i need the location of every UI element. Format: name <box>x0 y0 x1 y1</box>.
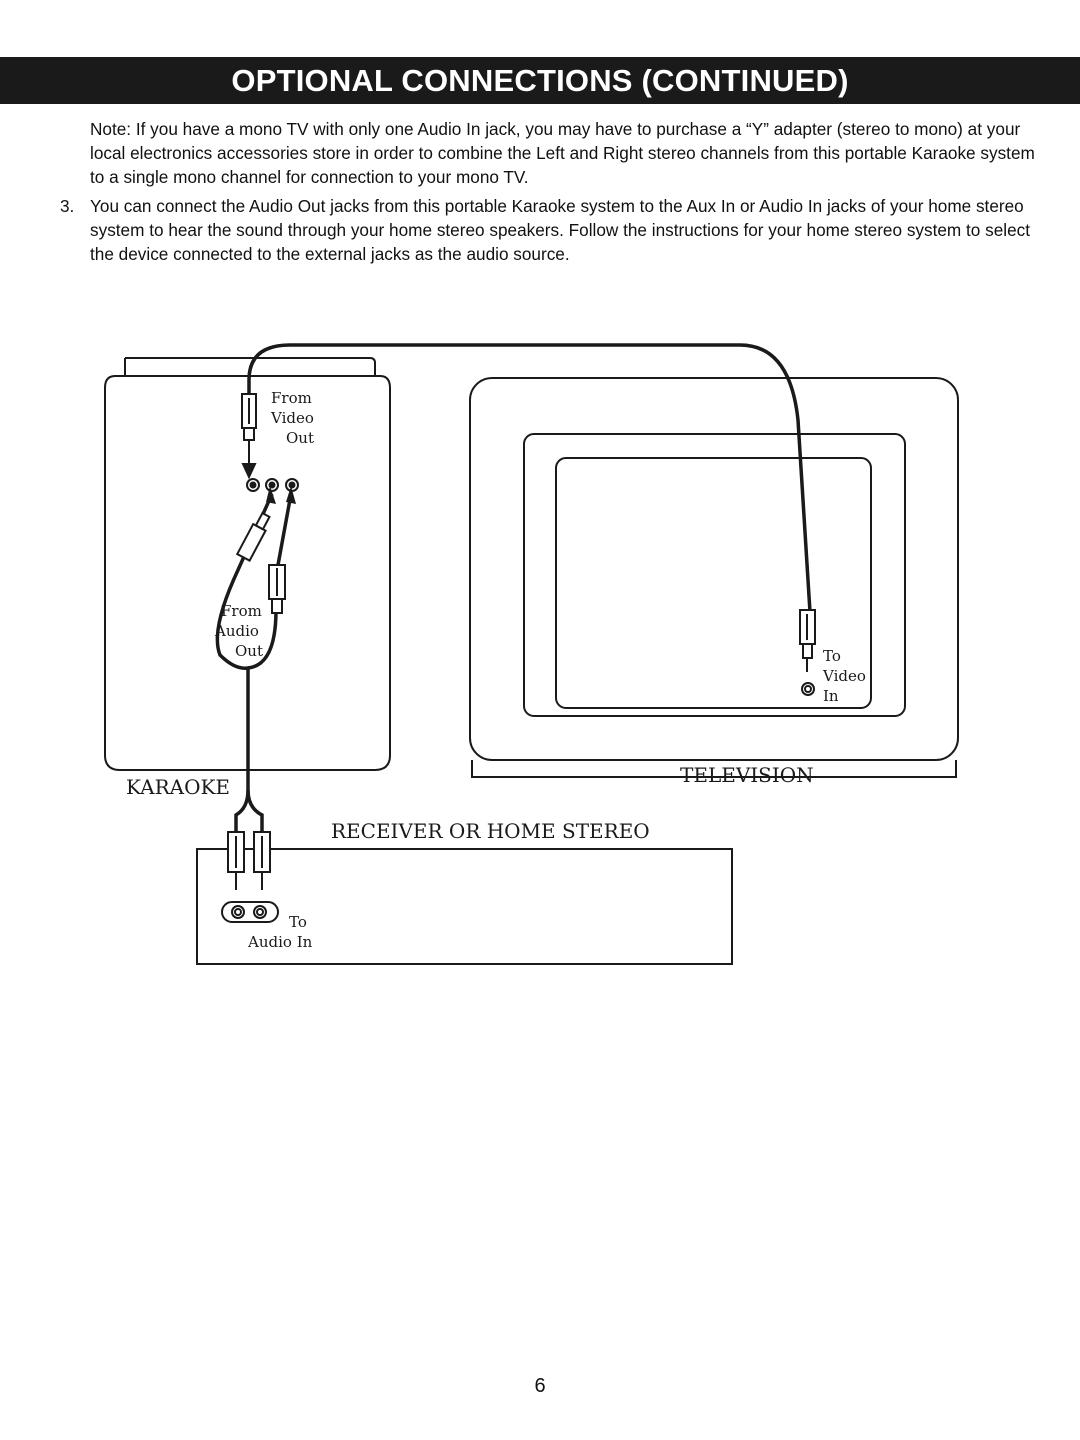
to-video-label-2: Video <box>822 667 866 685</box>
audio-plug-right <box>268 564 286 614</box>
to-audio-label-2: Audio In <box>247 933 313 951</box>
step-text: You can connect the Audio Out jacks from… <box>90 196 1031 264</box>
karaoke-output-jacks <box>246 478 299 492</box>
from-video-label-3: Out <box>286 429 314 447</box>
to-audio-label-1: To <box>289 913 307 931</box>
step-3: 3. You can connect the Audio Out jacks f… <box>60 194 1050 266</box>
television-label: TELEVISION <box>680 763 814 787</box>
receiver-label: RECEIVER OR HOME STEREO <box>331 819 650 843</box>
page-title: OPTIONAL CONNECTIONS (CONTINUED) <box>231 62 849 98</box>
video-out-plug <box>241 393 257 480</box>
from-audio-label-3: Out <box>235 642 263 660</box>
note-paragraph: Note: If you have a mono TV with only on… <box>90 119 1035 187</box>
connection-diagram: From Video Out From Audio Out To Video I… <box>104 343 959 965</box>
receiver-audio-plugs <box>221 831 279 923</box>
from-audio-label-2: Audio <box>214 622 259 640</box>
video-cable <box>247 343 812 613</box>
page-header-banner: OPTIONAL CONNECTIONS (CONTINUED) <box>0 57 1080 104</box>
step-number: 3. <box>60 196 75 216</box>
from-video-label-1: From <box>271 389 312 407</box>
television <box>469 377 959 778</box>
page-number: 6 <box>534 1375 546 1397</box>
to-video-label-3: In <box>823 687 839 705</box>
from-video-label-2: Video <box>270 409 314 427</box>
karaoke-label: KARAOKE <box>126 775 230 799</box>
receiver-box <box>196 848 733 965</box>
from-audio-label-1: From <box>221 602 262 620</box>
karaoke-unit <box>104 357 391 771</box>
tv-video-in-plug <box>799 609 816 696</box>
to-video-label-1: To <box>823 647 841 665</box>
audio-plug-left <box>235 511 271 562</box>
